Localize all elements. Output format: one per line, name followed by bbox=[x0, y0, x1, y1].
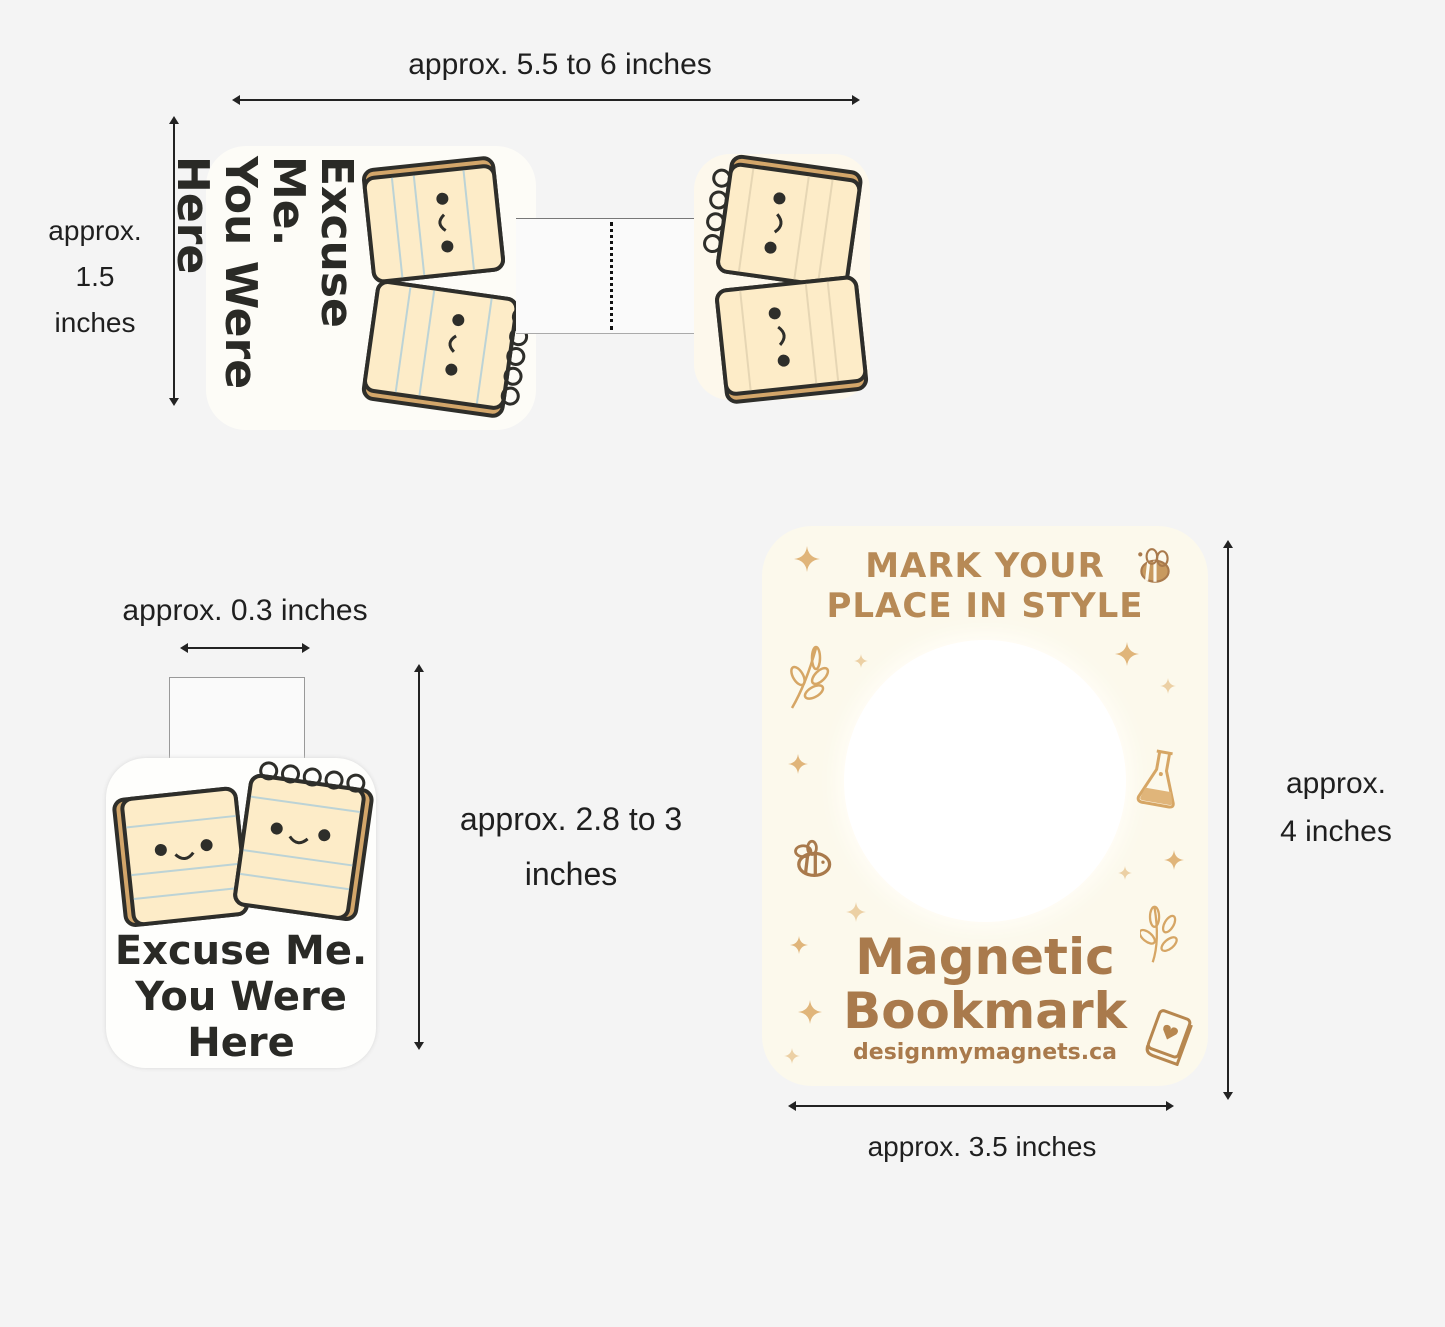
sparkle-icon bbox=[1160, 678, 1176, 694]
top-left-notebooks-icon bbox=[361, 156, 531, 418]
top-right-notebooks-icon bbox=[703, 154, 869, 404]
bee-icon bbox=[1138, 548, 1170, 583]
sparkle-icon bbox=[1164, 850, 1184, 870]
card-height-label: approx. 4 inches bbox=[1280, 767, 1392, 848]
sparkle-icon bbox=[784, 1048, 800, 1064]
bee-icon bbox=[794, 839, 832, 878]
magnet-fold-strip bbox=[516, 218, 714, 334]
sparkle-icon bbox=[854, 654, 868, 668]
sparkle-icon bbox=[1118, 866, 1132, 880]
sparkle-icon bbox=[790, 936, 808, 954]
fold-line bbox=[610, 222, 613, 330]
packaging-card: MARK YOUR PLACE IN STYLE Magnetic Bookma… bbox=[762, 526, 1208, 1086]
tab-width-label: approx. 0.3 inches bbox=[122, 594, 368, 627]
book-heart-icon bbox=[1145, 1009, 1193, 1066]
bottom-left-sticker-text: Excuse Me. You Were Here bbox=[114, 928, 368, 1066]
leaf-icon bbox=[790, 645, 830, 709]
sparkle-icon bbox=[846, 902, 866, 922]
top-height-label: approx. 1.5 inches bbox=[48, 215, 142, 338]
leaf-icon bbox=[1140, 905, 1178, 963]
bottom-left-notebooks-icon bbox=[112, 761, 374, 927]
card-website: designmymagnets.ca bbox=[853, 1040, 1117, 1065]
flask-icon bbox=[1136, 749, 1175, 809]
sparkle-icon bbox=[788, 754, 808, 774]
card-tagline: MARK YOUR PLACE IN STYLE bbox=[826, 546, 1144, 626]
bottom-left-height-label: approx. 2.8 to 3 inches bbox=[459, 801, 683, 892]
sparkle-icon bbox=[1115, 642, 1139, 666]
sparkle-icon bbox=[798, 1000, 822, 1024]
product-window-circle bbox=[844, 640, 1126, 922]
top-sticker-text: Excuse Me. You Were Here bbox=[167, 156, 362, 390]
top-width-label: approx. 5.5 to 6 inches bbox=[408, 48, 712, 81]
card-width-label: approx. 3.5 inches bbox=[867, 1131, 1097, 1162]
card-title: Magnetic Bookmark bbox=[843, 928, 1127, 1040]
sparkle-icon bbox=[794, 546, 820, 572]
